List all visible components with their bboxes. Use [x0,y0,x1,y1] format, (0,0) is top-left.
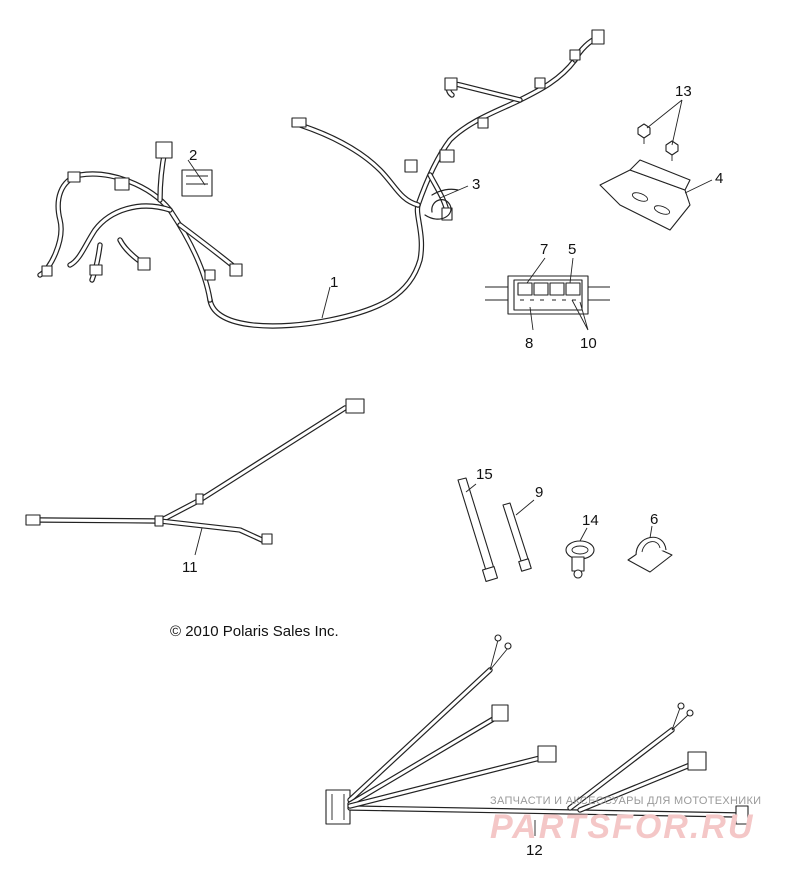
copyright-text: © 2010 Polaris Sales Inc. [170,623,339,640]
callout-14: 14 [582,512,599,529]
cable-tie-long [457,477,499,583]
callout-15: 15 [476,466,493,483]
callout-7: 7 [540,241,548,258]
watermark-tagline: ЗАПЧАСТИ И АКСЕССУАРЫ ДЛЯ МОТОТЕХНИКИ [490,795,761,807]
main-harness [37,29,605,329]
relay-wire [424,188,459,220]
callout-5: 5 [568,241,576,258]
mounting-bracket [599,159,691,231]
callout-4: 4 [715,170,723,187]
harness-12 [325,634,749,825]
cable-clip [627,536,673,573]
watermark-logo: PARTSFOR.RU [490,808,754,846]
leader-lines [187,99,713,836]
callout-1: 1 [330,274,338,291]
callout-3: 3 [472,176,480,193]
callout-8: 8 [525,335,533,352]
callout-10: 10 [580,335,597,352]
relay-block [485,275,610,315]
callout-13: 13 [675,83,692,100]
cable-tie-short [502,502,532,572]
callout-2: 2 [189,147,197,164]
callout-12: 12 [526,842,543,859]
harness-11 [25,398,365,545]
callout-11: 11 [182,559,198,576]
hose-clamp [565,540,595,579]
callout-6: 6 [650,511,658,528]
screws [637,123,679,161]
callout-9: 9 [535,484,543,501]
